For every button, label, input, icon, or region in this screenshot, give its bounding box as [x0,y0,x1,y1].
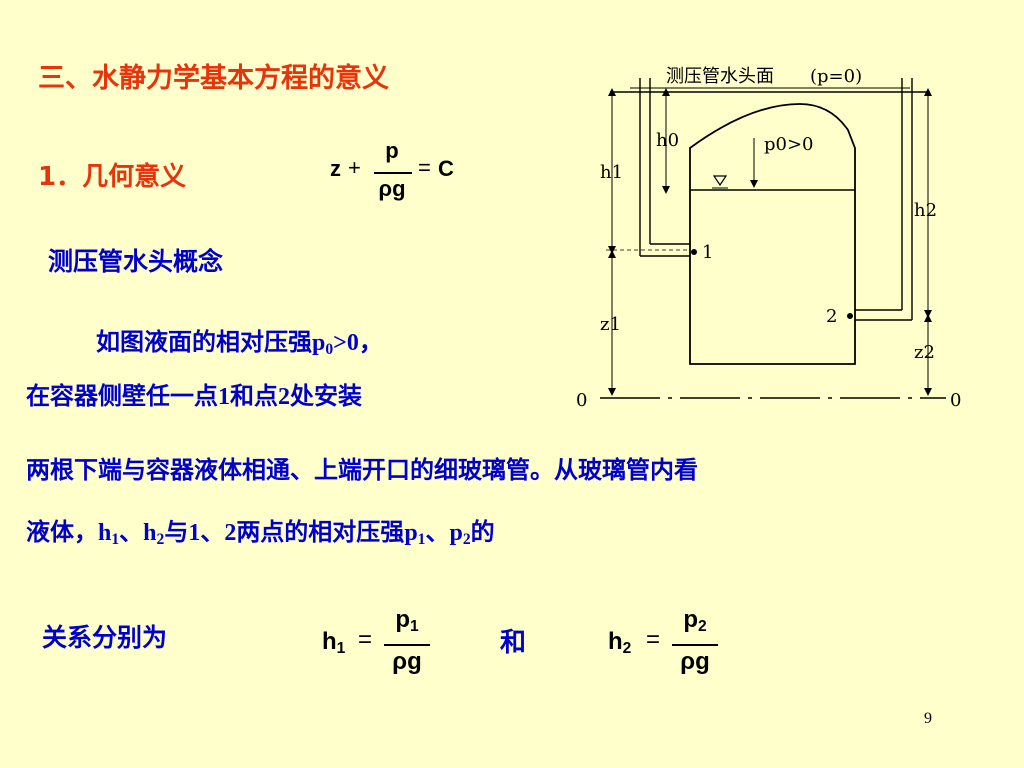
p0-label: p0>0 [764,134,814,155]
formula-main-fraction-bar [374,172,412,174]
datum-left-label: 0 [576,390,587,411]
line4-h2-symbol: h [143,520,157,546]
formula-h1-num-sub: 1 [409,617,419,635]
line4-sep-1: 、 [119,518,144,546]
line4-part-f: 两点的相对压强 [236,518,405,546]
line4-h1-sub: 1 [111,530,120,548]
line4-point-2: 2 [224,520,237,546]
formula-h2-lhs-symbol: h [608,628,623,655]
line2-part-a: 在容器侧壁任一点 [26,382,218,410]
h0-label: h0 [656,130,679,151]
line4-p1: p1 [404,520,426,548]
formula-h1-lhs-sub: 1 [336,639,346,657]
line1-p-symbol: p [312,330,326,356]
line1-p-sub: 0 [325,340,334,358]
formula-h2-eq: = [646,626,661,653]
formula-main-plus: + [348,155,361,180]
formula-main-num: p [385,138,399,163]
line4-point-1: 1 [188,520,201,546]
line1-p0: p0 [312,330,334,358]
top-label-eq: (p=0) [810,66,862,87]
concept-heading: 测压管水头概念 [48,247,224,276]
piezometer-diagram: 测压管水头面 (p=0) h0 p0>0 h1 z1 h2 z2 1 2 0 0 [576,66,961,411]
paragraph-line-3: 两根下端与容器液体相通、上端开口的细玻璃管。从玻璃管内看 [26,456,698,484]
point-1-dot [691,249,697,255]
line4-h2-sub: 2 [156,530,165,548]
datum-right-label: 0 [950,390,961,411]
line1-suffix: >0， [333,330,383,356]
h1-label: h1 [600,162,623,183]
formula-h1-num-symbol: p [395,606,410,633]
formula-main-eq: = [418,155,431,180]
line4-sep-mid: 、 [200,518,225,546]
container-outline [689,103,856,365]
point-2-dot [847,313,853,319]
formula-h2-den: ρg [680,648,710,675]
top-label: 测压管水头面 [666,66,774,87]
line4-h1-symbol: h [98,520,112,546]
formula-h2-lhs: h2 [608,628,631,658]
line4-part-a: 液体， [26,518,98,546]
z2-label: z2 [914,342,935,363]
formula-h1-eq: = [358,626,373,653]
formula-h2-fraction-bar [672,644,718,646]
line2-part-e: 处安装 [290,382,362,410]
line4-p2-sub: 2 [462,530,471,548]
point-1-label: 1 [702,242,713,263]
formula-h2-num: p2 [672,606,718,636]
paragraph-line-2: 在容器侧壁任一点1和点2处安装 [26,376,362,411]
page-number: 9 [924,710,932,727]
line4-p2-symbol: p [449,520,463,546]
paragraph-line-1: 如图液面的相对压强p0>0， [96,322,383,359]
line4-h2: h2 [143,520,165,548]
line2-point-2: 2 [278,384,290,410]
formula-h1-num: p1 [384,606,430,636]
formula-h2-num-symbol: p [683,606,698,633]
line4-p1-symbol: p [404,520,418,546]
formula-h1: h1 = p1 ρg [322,606,442,686]
line4-part-g: 的 [470,518,495,546]
line2-point-1: 1 [218,384,230,410]
relation-label: 关系分别为 [42,623,168,652]
line4-sep-2: 、 [425,518,450,546]
line4-part-b: 与 [164,518,189,546]
formula-h2-num-sub: 2 [697,617,707,635]
formula-h1-den: ρg [392,648,422,675]
formula-h2: h2 = p2 ρg [608,606,728,686]
slide-title: 三、水静力学基本方程的意义 [38,63,389,94]
formula-h1-lhs: h1 [322,628,345,658]
formula-h1-fraction-bar [384,644,430,646]
free-surface-symbol [712,175,728,187]
line1-prefix: 如图液面的相对压强 [96,328,312,356]
point-2-label: 2 [826,306,837,327]
paragraph-line-4: 液体，h1、h2与1、2两点的相对压强p1、p2的 [26,512,495,549]
formula-h1-lhs-symbol: h [322,628,337,655]
formula-main-z: z [330,156,341,181]
line4-h1: h1 [98,520,120,548]
z1-label: z1 [600,314,621,335]
line4-p1-sub: 1 [417,530,426,548]
section-subtitle: 1．几何意义 [38,162,187,192]
and-text: 和 [500,628,527,658]
line4-p2: p2 [449,520,471,548]
h2-label: h2 [914,200,937,221]
formula-h2-lhs-sub: 2 [622,639,632,657]
formula-main: z + p ρg = C [330,138,470,208]
line2-part-c: 和点 [230,382,278,410]
formula-main-den: ρg [378,176,406,201]
formula-main-c: C [438,156,454,181]
